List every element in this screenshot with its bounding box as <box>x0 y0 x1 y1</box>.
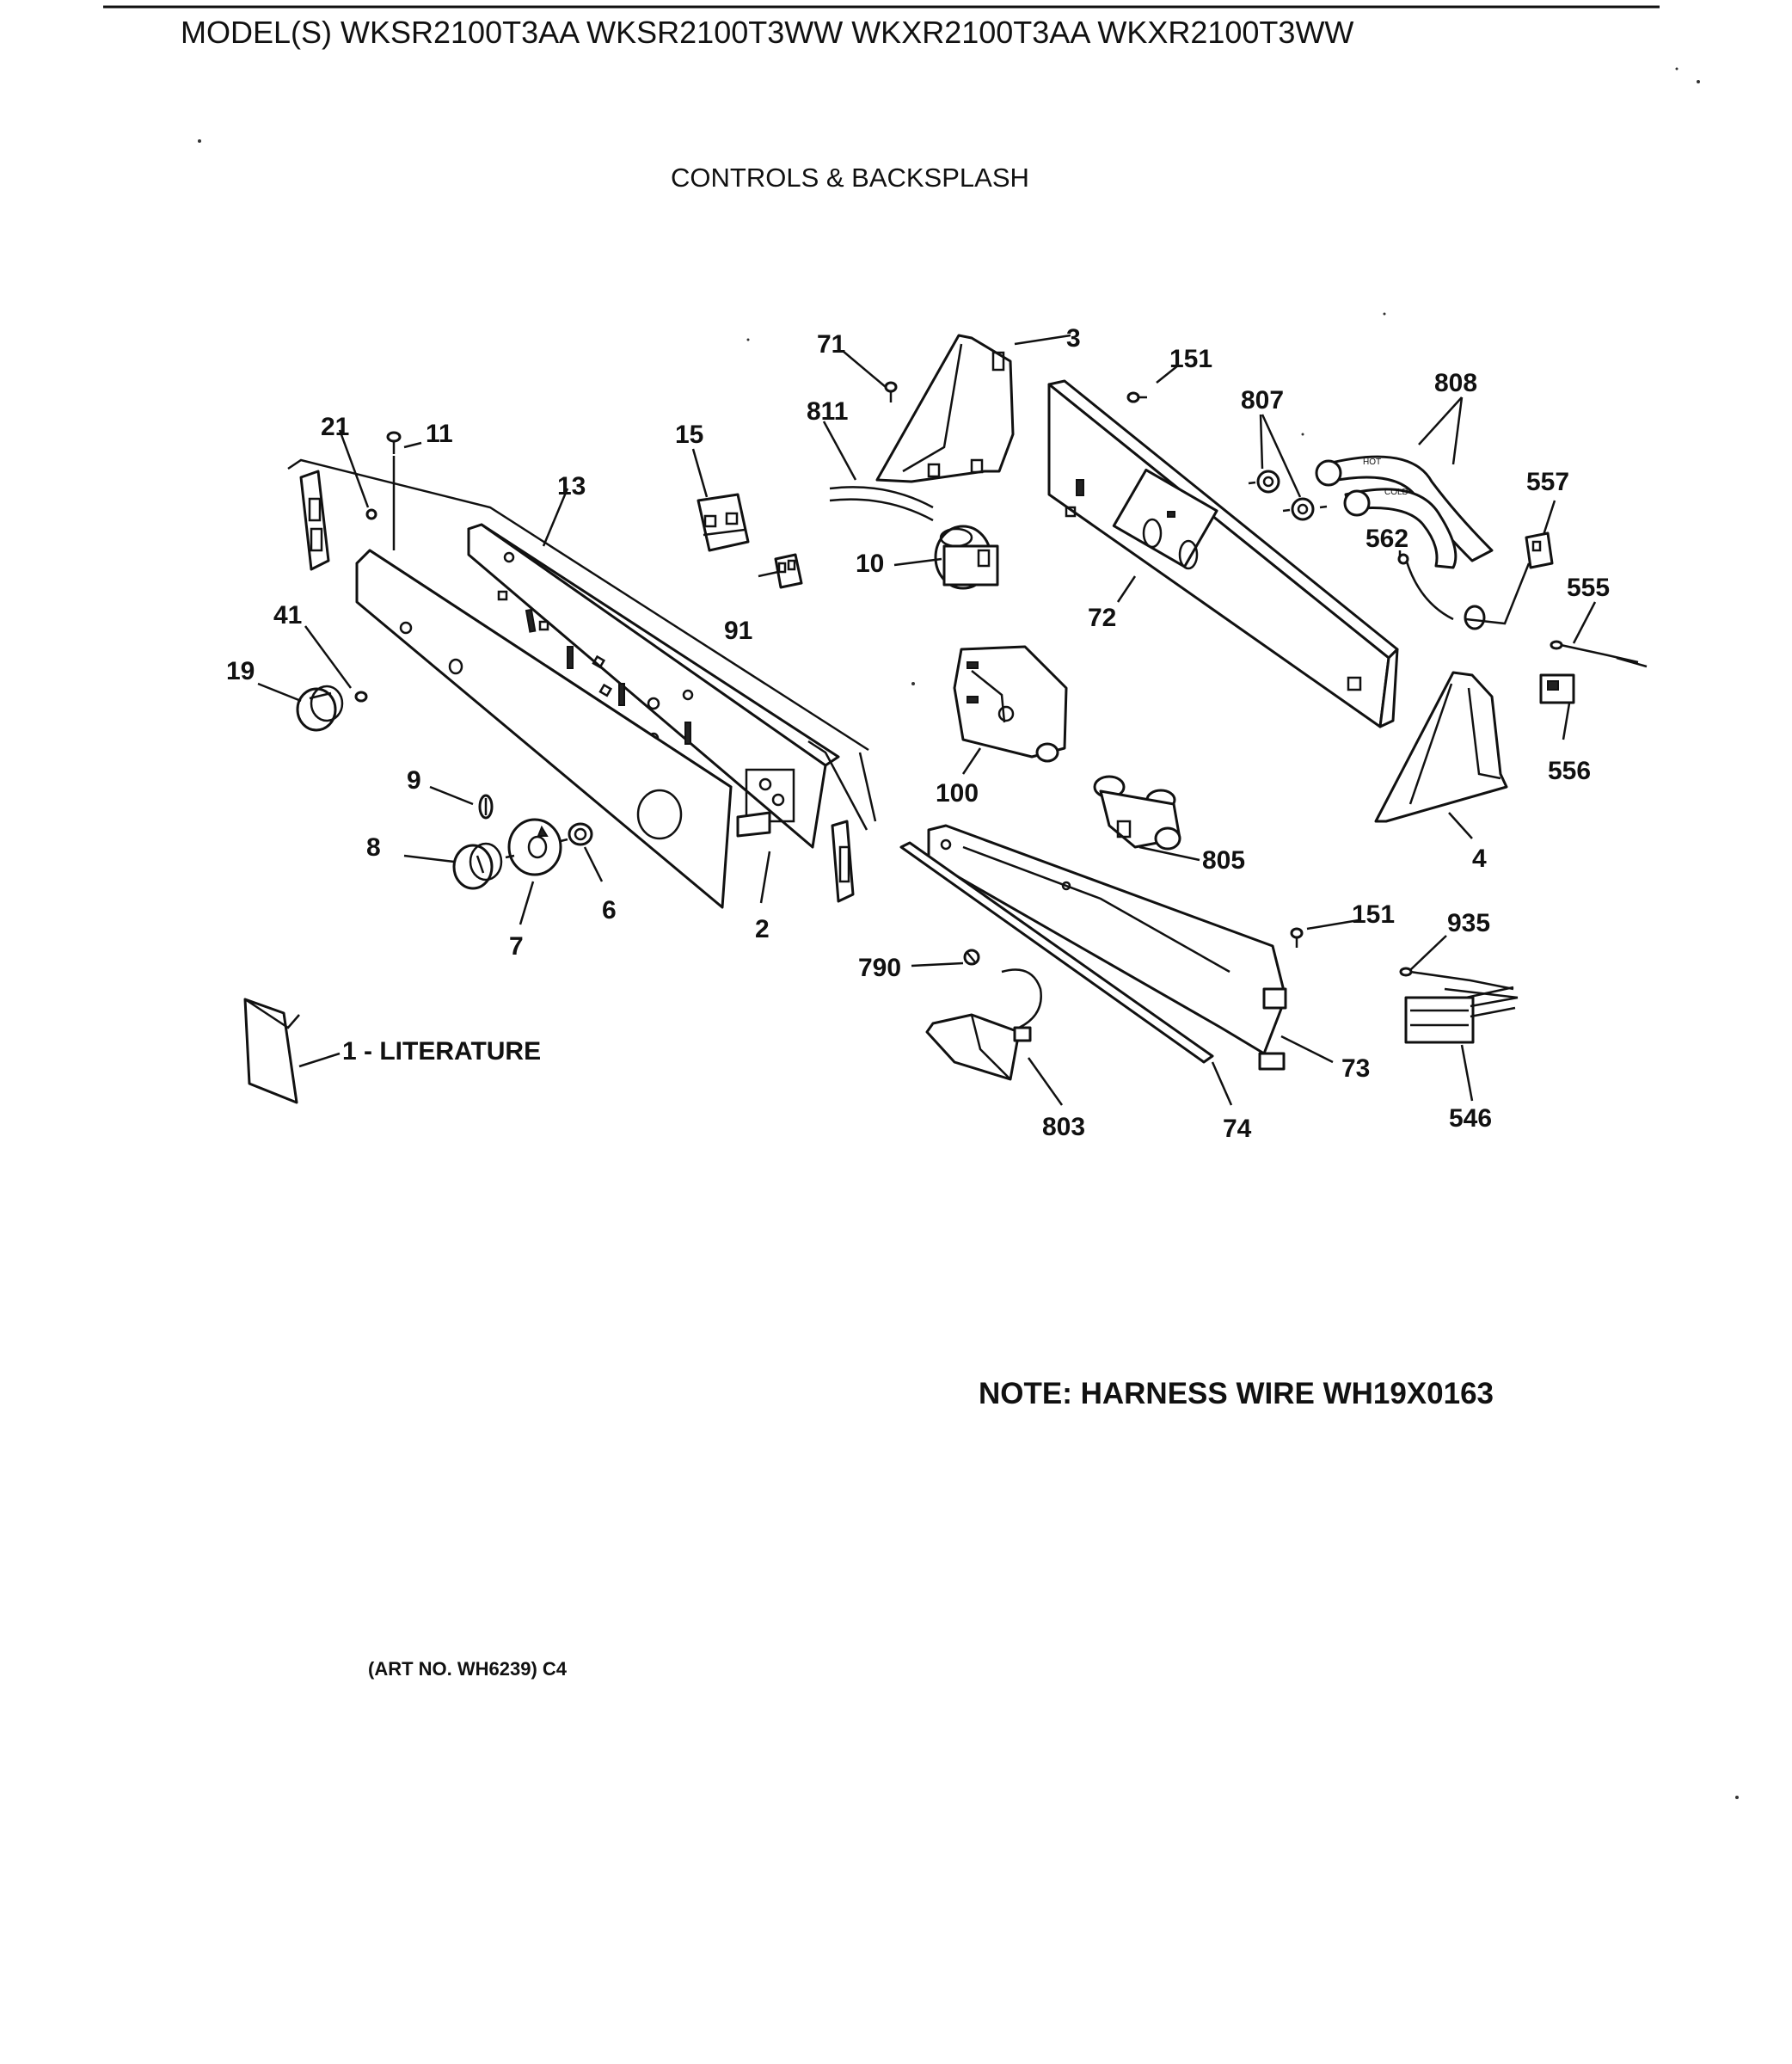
part-21-end-cap <box>299 470 330 571</box>
callout-21: 21 <box>321 413 349 441</box>
part-4-end-bracket <box>1374 671 1508 823</box>
callout-71: 71 <box>817 330 845 359</box>
part-808-inlet-hoses: HOT COLD <box>1315 455 1494 569</box>
part-71-screw <box>884 381 898 402</box>
part-74-trim-strip <box>899 841 1214 1064</box>
panel-trim-line <box>287 458 869 752</box>
callout-557: 557 <box>1526 468 1569 496</box>
callout-811: 811 <box>807 397 848 426</box>
part-21-clip <box>365 508 377 520</box>
part-41-spring <box>354 691 368 703</box>
callout-74: 74 <box>1223 1115 1252 1143</box>
part-2-bracket <box>736 811 771 838</box>
art-number: (ART NO. WH6239) C4 <box>368 1658 568 1680</box>
callout-19: 19 <box>226 657 255 685</box>
part-811-hose-b <box>829 498 934 522</box>
part-556-connector <box>1539 673 1575 704</box>
panel-front-plate <box>355 549 733 909</box>
hose-label-cold: COLD <box>1384 488 1408 497</box>
part-555-wire <box>1550 640 1648 668</box>
callout-2: 2 <box>755 915 770 943</box>
callout-41: 41 <box>273 601 302 630</box>
dash-7-6 <box>560 838 568 843</box>
model-list: MODEL(S) WKSR2100T3AA WKSR2100T3WW WKXR2… <box>181 15 1353 50</box>
part-546-harness-block <box>1404 986 1519 1044</box>
part-13-console-panel <box>467 523 840 849</box>
scan-specks <box>198 67 1739 1799</box>
callout-546: 546 <box>1449 1104 1492 1133</box>
callout-6: 6 <box>602 896 617 924</box>
callout-8: 8 <box>366 833 381 862</box>
callout-13: 13 <box>557 472 586 501</box>
part-11-screw <box>386 431 402 454</box>
callout-803: 803 <box>1042 1113 1085 1141</box>
callout-7: 7 <box>509 932 524 961</box>
callout-555: 555 <box>1567 574 1610 602</box>
part-807-washer-b <box>1291 497 1315 521</box>
part-6-nut <box>568 822 593 846</box>
harness-note: NOTE: HARNESS WIRE WH19X0163 <box>979 1377 1494 1410</box>
part-811-hose <box>829 486 934 509</box>
callout-73: 73 <box>1341 1054 1370 1083</box>
part-15-switch <box>697 493 750 552</box>
hose-label-hot: HOT <box>1363 458 1381 467</box>
callout-11: 11 <box>426 420 453 448</box>
part-151-screw-top <box>1126 391 1147 403</box>
part-91-switch <box>774 553 803 589</box>
callout-790: 790 <box>858 954 901 982</box>
part-7-dial <box>507 818 562 876</box>
part-935-wire <box>1399 967 1519 999</box>
callout-100: 100 <box>936 779 979 808</box>
part-8-knob <box>452 842 503 890</box>
callout-9: 9 <box>407 766 421 795</box>
part-9-clip <box>478 794 494 820</box>
callout-4: 4 <box>1472 845 1487 873</box>
part-3-end-bracket <box>875 334 1015 483</box>
part-562-cord <box>1397 553 1486 630</box>
part-557-power-cord <box>1465 531 1554 625</box>
callout-1-literature: 1 - LITERATURE <box>342 1037 541 1066</box>
callout-808: 808 <box>1434 369 1477 397</box>
part-1-literature-envelope <box>243 998 300 1104</box>
dash-washer-a <box>1248 481 1256 485</box>
part-805-water-valve <box>1093 775 1181 851</box>
leader-lines <box>257 334 1597 1106</box>
callout-15: 15 <box>675 421 703 449</box>
callout-72: 72 <box>1088 604 1116 632</box>
part-2-end-cap <box>831 820 855 903</box>
callout-10: 10 <box>856 550 884 578</box>
part-151-screw-bottom <box>1290 927 1304 948</box>
callout-935: 935 <box>1447 909 1490 937</box>
dash-8-7 <box>505 854 515 859</box>
callout-151-bottom: 151 <box>1352 900 1395 929</box>
callout-91: 91 <box>724 617 752 645</box>
part-803-lamp-assembly <box>925 968 1042 1081</box>
callout-805: 805 <box>1202 846 1245 875</box>
callout-151-top: 151 <box>1169 345 1212 373</box>
callout-556: 556 <box>1548 757 1591 785</box>
callout-3: 3 <box>1066 324 1081 353</box>
part-73-mounting-bracket <box>927 824 1287 1071</box>
part-100-timer <box>953 645 1068 763</box>
part-72-backsplash-panel <box>1047 379 1399 728</box>
panel-trim-line-3 <box>807 740 868 831</box>
part-807-washer-a <box>1256 470 1280 494</box>
callout-807: 807 <box>1241 386 1284 415</box>
callout-562: 562 <box>1365 525 1408 553</box>
part-19-knob <box>296 685 344 732</box>
part-10-pressure-switch <box>934 525 999 590</box>
diagram-subtitle: CONTROLS & BACKSPLASH <box>671 163 1029 193</box>
dash-washer-b <box>1282 508 1291 513</box>
part-790-clip <box>963 949 980 966</box>
